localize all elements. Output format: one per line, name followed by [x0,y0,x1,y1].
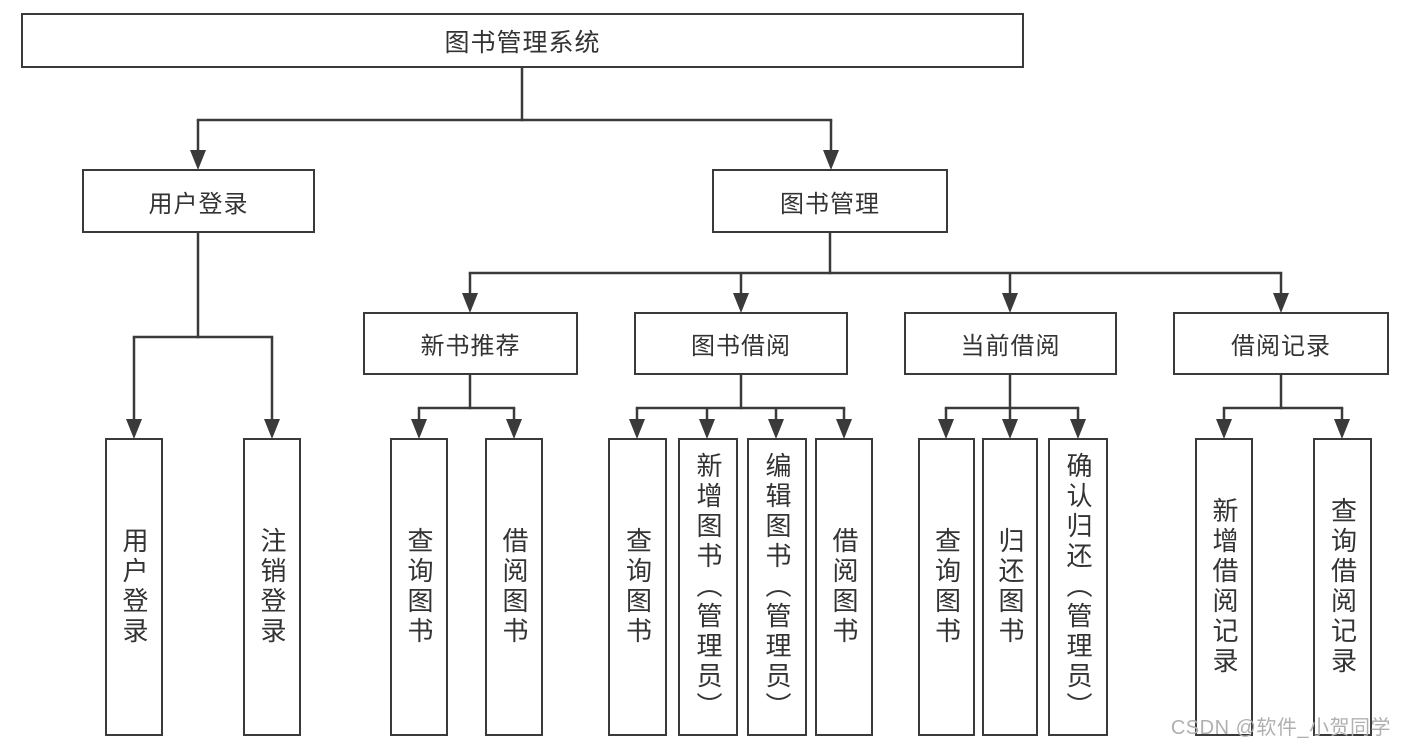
leaf-borrow-books-recommend: 借阅图书 [485,438,543,736]
leaf-return-books: 归还图书 [982,438,1038,736]
leaf-query-books-current: 查询图书 [918,438,975,736]
node-book-borrowing: 图书借阅 [634,312,848,375]
leaf-query-borrow-record: 查询借阅记录 [1313,438,1372,736]
leaf-logout-login: 注销登录 [243,438,301,736]
node-root: 图书管理系统 [21,13,1024,68]
node-current-borrowing: 当前借阅 [904,312,1117,375]
leaf-query-books-borrowing: 查询图书 [608,438,667,736]
leaf-add-books-admin: 新增图书（管理员） [678,438,738,736]
leaf-confirm-return-admin: 确认归还（管理员） [1048,438,1108,736]
node-new-book-recommend: 新书推荐 [363,312,578,375]
node-book-management: 图书管理 [712,169,948,233]
node-user-login: 用户登录 [82,169,315,233]
leaf-borrow-books-borrowing: 借阅图书 [815,438,873,736]
watermark: CSDN @软件_小贺同学 [1170,717,1391,739]
leaf-query-books-recommend: 查询图书 [390,438,448,736]
leaf-edit-books-admin: 编辑图书（管理员） [747,438,807,736]
leaf-user-login: 用户登录 [105,438,163,736]
node-borrowing-records: 借阅记录 [1173,312,1389,375]
leaf-add-borrow-record: 新增借阅记录 [1195,438,1253,736]
